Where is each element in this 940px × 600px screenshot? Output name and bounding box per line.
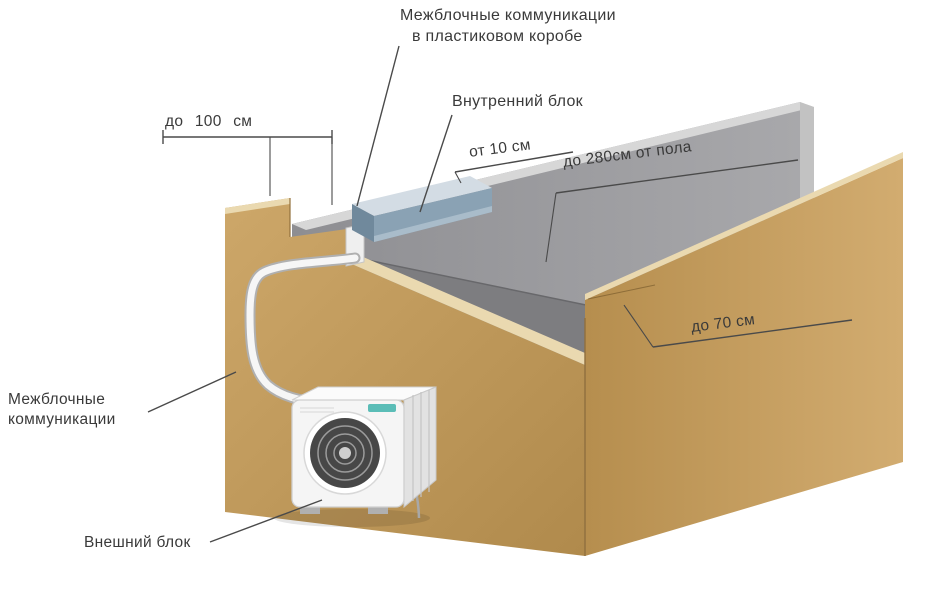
interblock-label-line1: Межблочные (8, 391, 106, 408)
dim280-drop (545, 192, 557, 263)
annotations (147, 45, 853, 543)
right-wall-face (585, 158, 903, 556)
wall-floor-junction (337, 253, 621, 313)
duct-label: Межблочные коммуникации в пластиковом ко… (400, 6, 616, 48)
fan-grille (303, 411, 387, 495)
left-wall-cut-edge (347, 250, 585, 365)
indoor-unit-side (352, 204, 374, 242)
dimension-line-70cm (652, 319, 853, 348)
duct-label-line2: в пластиковом коробе (412, 27, 583, 45)
indoor-unit (352, 176, 492, 242)
indoor-unit-label: Внутренний блок (452, 93, 583, 110)
leader-duct-label (356, 45, 400, 207)
dimension-line-10cm (454, 151, 574, 173)
fan-ring-3 (333, 441, 357, 465)
unit-foot-right (368, 505, 388, 514)
fan-hub (339, 447, 351, 459)
dimension-line-280cm (555, 159, 799, 194)
leader-outdoor-unit (209, 499, 323, 543)
right-cardboard-wall (584, 152, 903, 556)
duct-label-line1: Межблочные коммуникации (400, 7, 616, 24)
right-wall-top-edge (585, 152, 903, 300)
outdoor-unit-label: Внешний блок (84, 534, 191, 551)
dimension-label-100cm: до 100 см (165, 113, 253, 130)
dim70-tick (623, 304, 654, 348)
leader-indoor-unit (419, 114, 453, 213)
interblock-label-line2: коммуникации (8, 411, 116, 429)
interblock-pipe-label: Межблочные коммуникации (8, 390, 116, 430)
unit-foot-left (300, 505, 320, 514)
dim10-tick (454, 171, 462, 184)
outdoor-unit-shadow (274, 509, 430, 527)
interblock-pipe (244, 252, 361, 409)
fan-ring-2 (325, 433, 365, 473)
indoor-unit-front-strip (374, 206, 492, 242)
indoor-unit-top (352, 176, 492, 216)
pipe-body (246, 254, 359, 407)
fan-ring-1 (317, 425, 373, 481)
corner-fold-line (587, 284, 656, 300)
leader-interblock-pipe (147, 371, 237, 413)
left-wall-top-edge (225, 198, 290, 214)
outdoor-unit (274, 386, 437, 527)
brand-logo (368, 404, 396, 412)
